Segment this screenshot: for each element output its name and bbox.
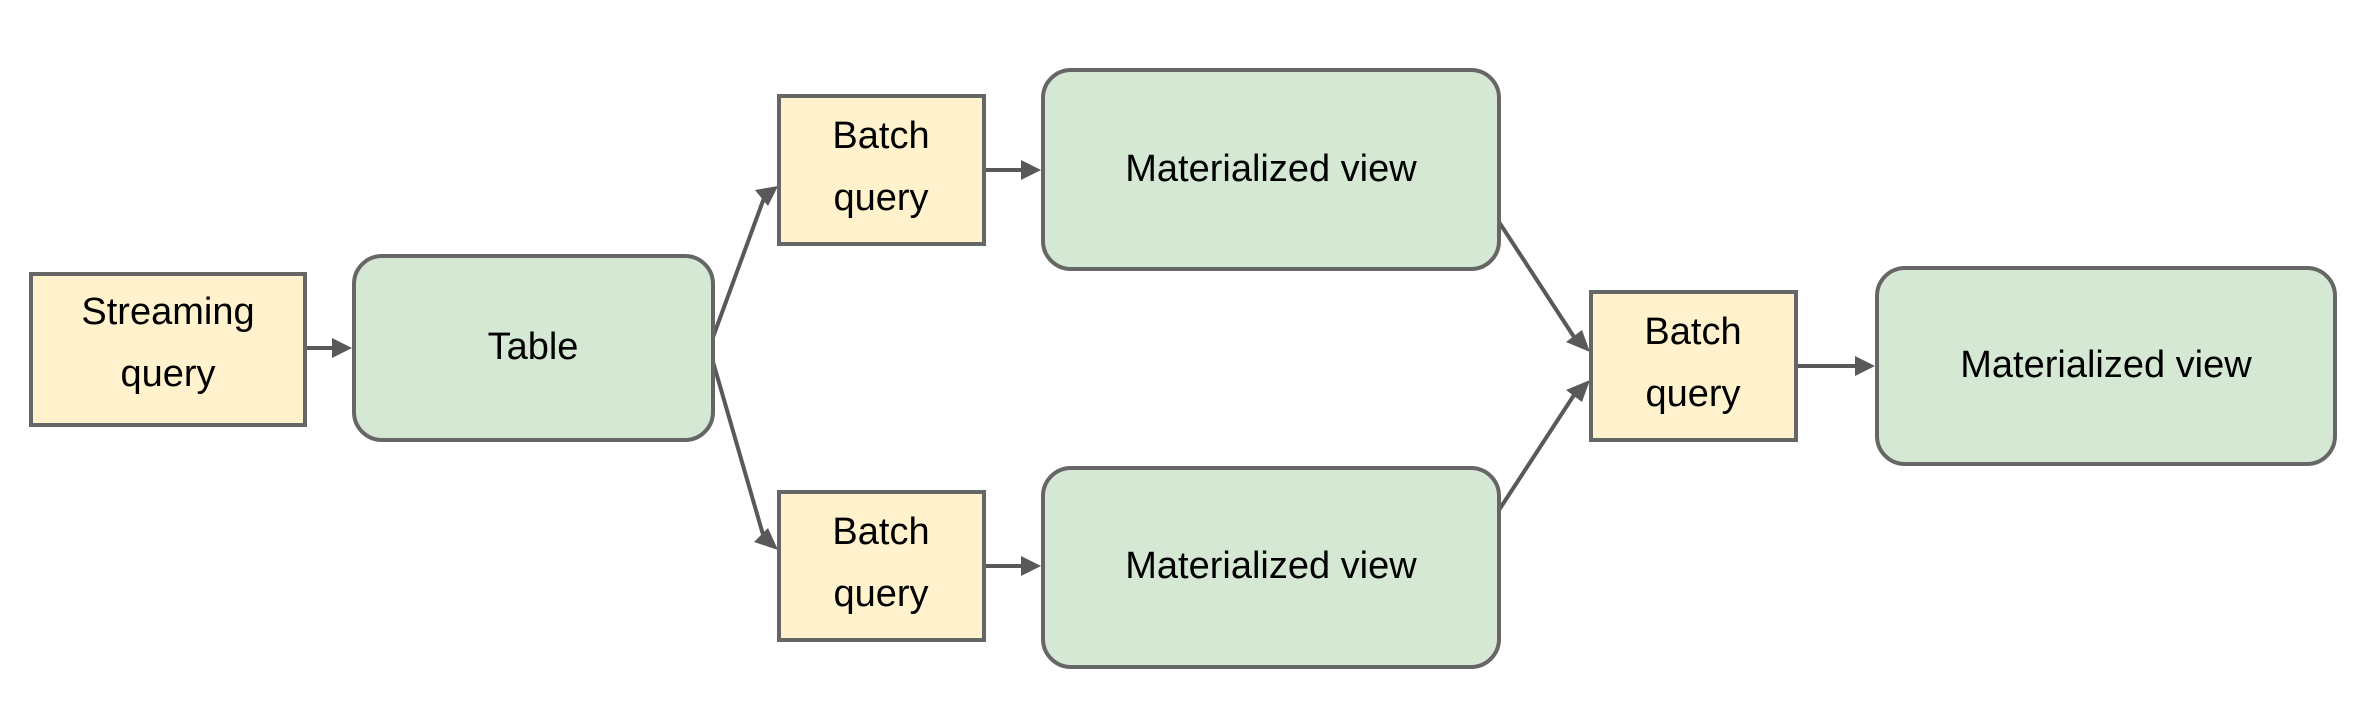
node-batch-query-top[interactable]: Batch query xyxy=(777,94,986,246)
batch-query-top-box[interactable] xyxy=(777,94,986,246)
node-materialized-view-bottom[interactable]: Materialized view xyxy=(1041,466,1501,669)
node-materialized-view-top[interactable]: Materialized view xyxy=(1041,68,1501,271)
table-label: Table xyxy=(488,326,579,368)
batch-query-merge-label-line2: query xyxy=(1645,373,1740,415)
node-materialized-view-final[interactable]: Materialized view xyxy=(1875,266,2337,466)
edge-batch-bottom-to-view-bottom xyxy=(984,556,1041,576)
materialized-view-final-box[interactable] xyxy=(1875,266,2337,466)
materialized-view-top-label: Materialized view xyxy=(1125,148,1417,190)
materialized-view-bottom-label: Materialized view xyxy=(1125,545,1417,587)
streaming-query-label-line1: Streaming xyxy=(81,291,254,333)
table-box[interactable] xyxy=(352,254,715,442)
edge-batch-merge-to-view-final xyxy=(1796,356,1875,376)
node-batch-query-merge[interactable]: Batch query xyxy=(1589,290,1798,442)
materialized-view-final-label: Materialized view xyxy=(1960,344,2252,386)
materialized-view-top-box[interactable] xyxy=(1041,68,1501,271)
node-batch-query-bottom[interactable]: Batch query xyxy=(777,490,986,642)
batch-query-bottom-box[interactable] xyxy=(777,490,986,642)
batch-query-bottom-label-line2: query xyxy=(833,573,928,615)
batch-query-top-label-line1: Batch xyxy=(832,115,929,157)
batch-query-bottom-label-line1: Batch xyxy=(832,511,929,553)
edge-view-bottom-to-batch-merge xyxy=(1497,380,1590,512)
node-table[interactable]: Table xyxy=(352,254,715,442)
batch-query-top-label-line2: query xyxy=(833,177,928,219)
edge-view-top-to-batch-merge xyxy=(1497,220,1590,352)
materialized-view-bottom-box[interactable] xyxy=(1041,466,1501,669)
batch-query-merge-box[interactable] xyxy=(1589,290,1798,442)
edge-batch-top-to-view-top xyxy=(984,160,1041,180)
streaming-query-label-line2: query xyxy=(120,353,215,395)
edge-table-to-batch-top xyxy=(707,186,778,349)
edge-table-to-batch-bottom xyxy=(707,347,778,550)
node-streaming-query[interactable]: Streaming query xyxy=(29,272,307,427)
edge-streaming-to-table xyxy=(307,338,352,358)
streaming-query-box[interactable] xyxy=(29,272,307,427)
batch-query-merge-label-line1: Batch xyxy=(1644,311,1741,353)
